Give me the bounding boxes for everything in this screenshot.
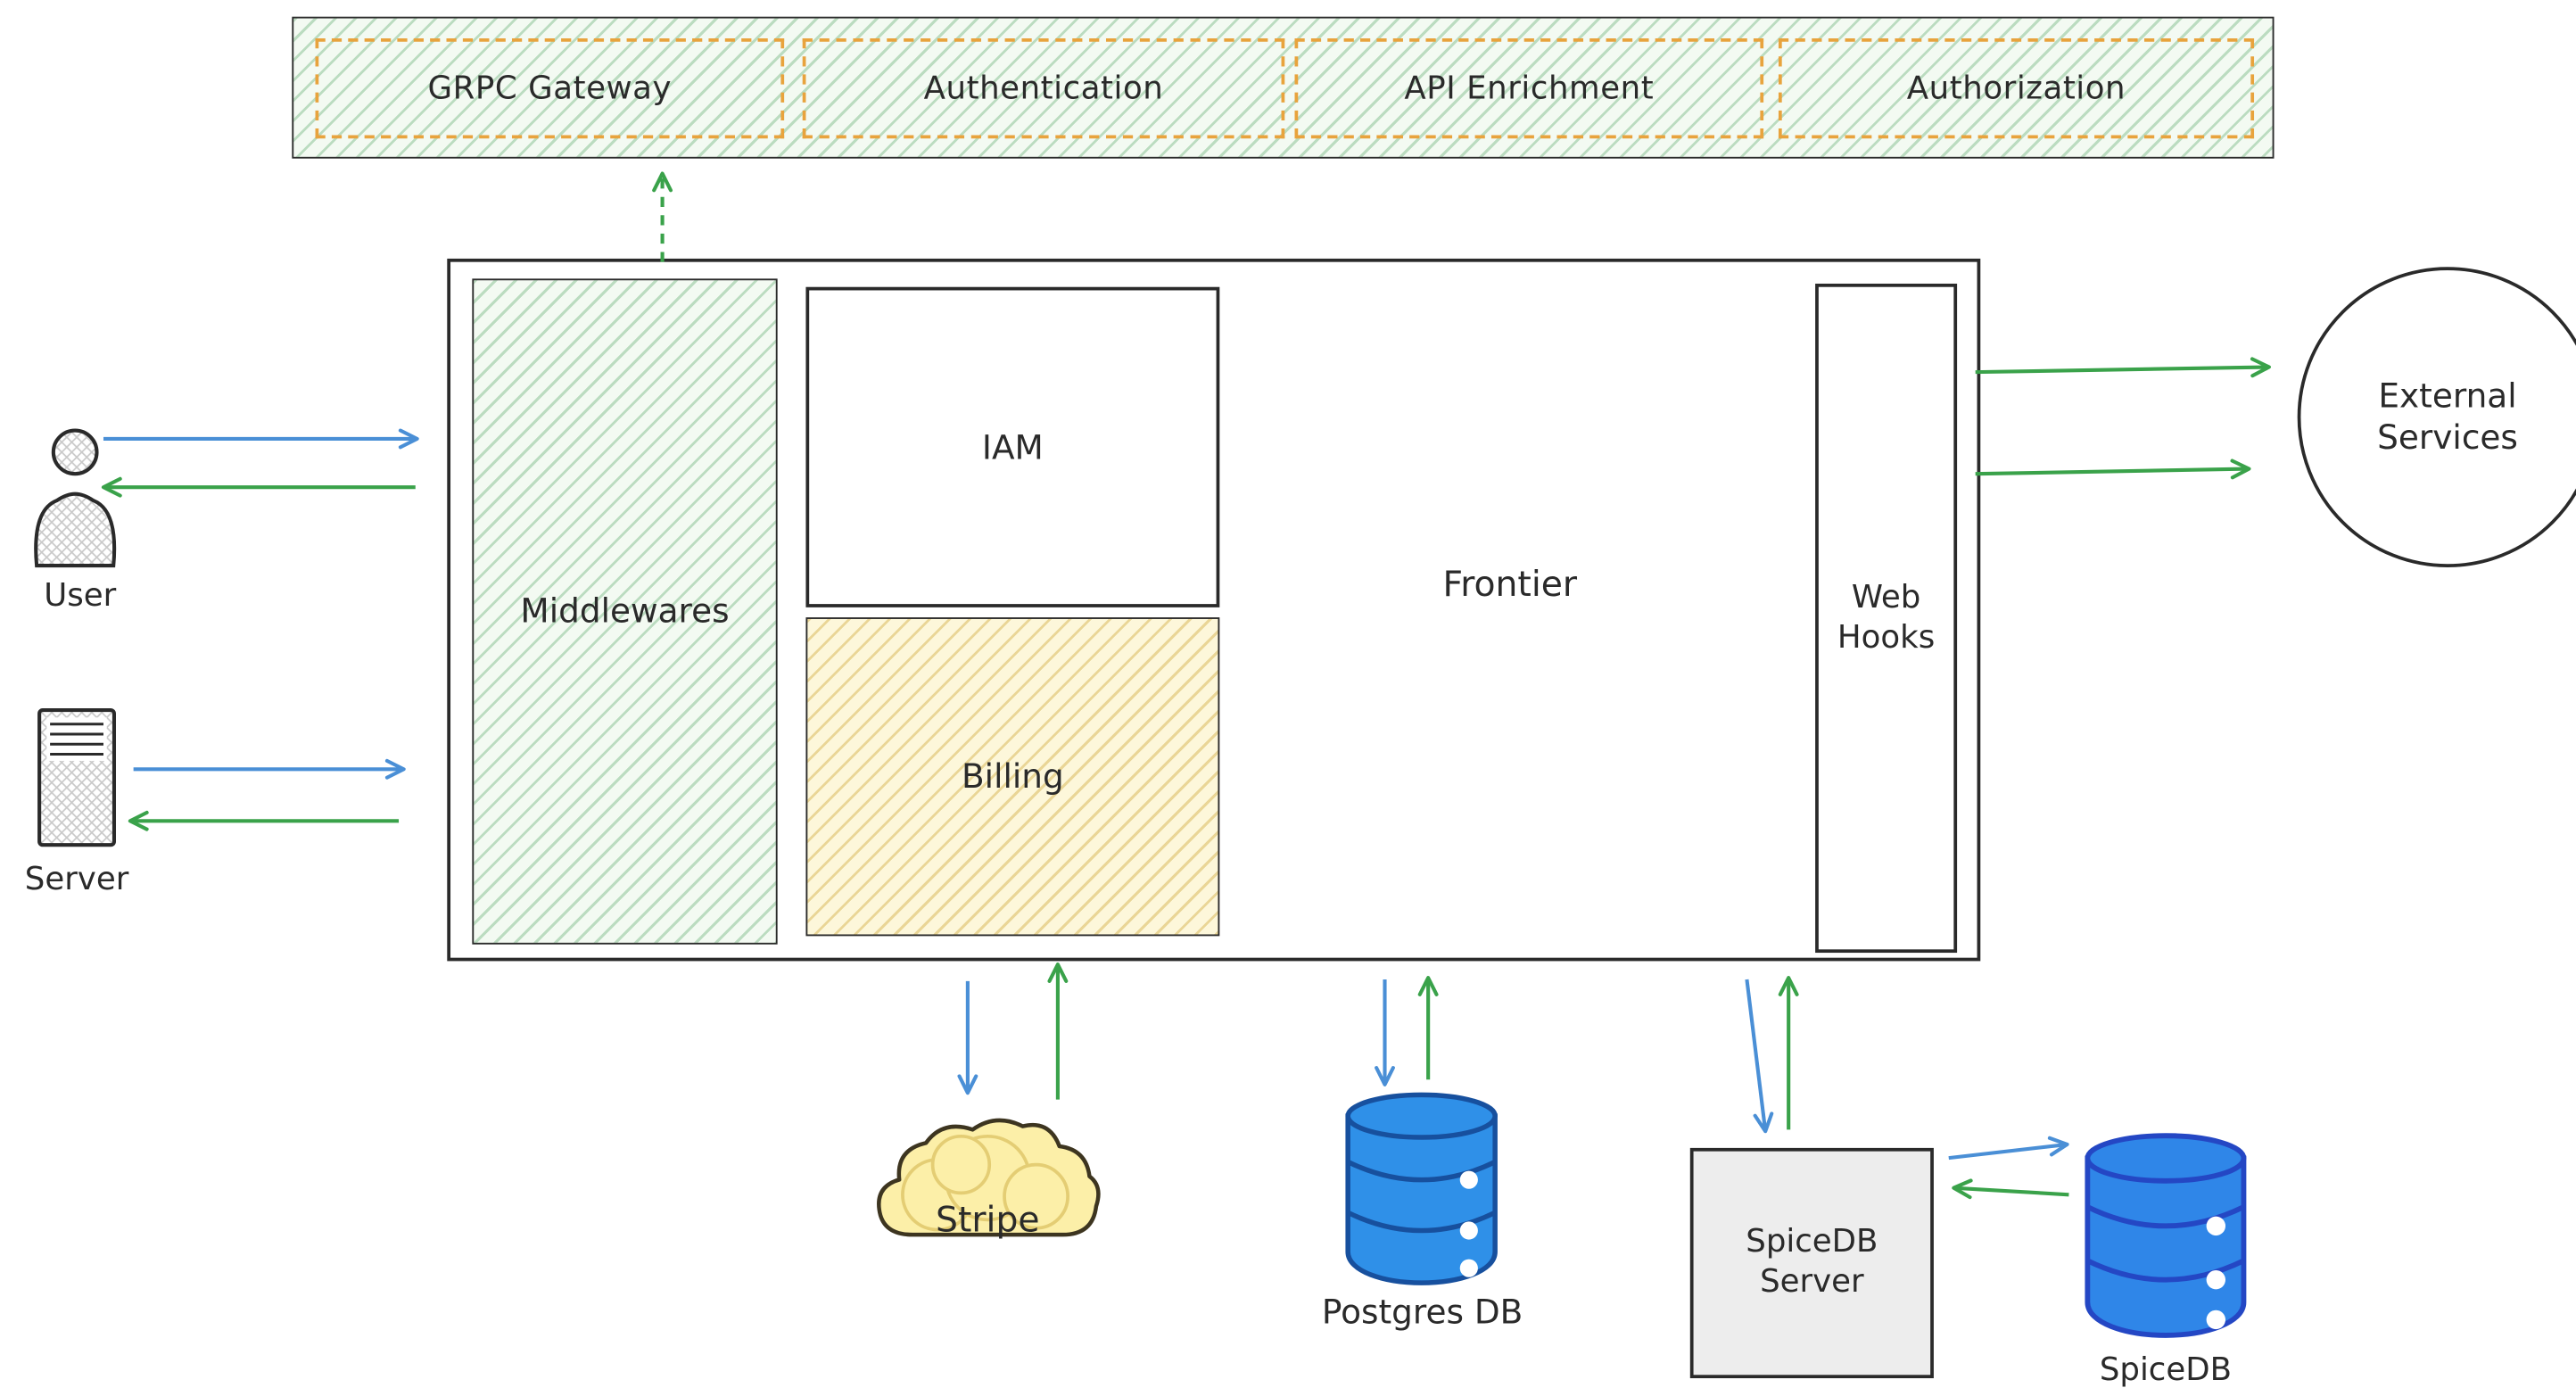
server-label: Server <box>24 861 129 898</box>
spicedb-server-box: SpiceDB Server <box>1689 1147 1934 1379</box>
pipeline-stage-authentication-label: Authentication <box>923 70 1164 107</box>
external-services-label: External Services <box>2377 375 2518 458</box>
spicedb-icon <box>2085 1133 2247 1338</box>
external-services-node: External Services <box>2297 267 2576 567</box>
user-label: User <box>44 577 117 615</box>
middlewares-box: Middlewares <box>472 278 778 945</box>
iam-box: IAM <box>805 286 1220 607</box>
arrow-spicedb-to-spicedb-server <box>1952 1178 2069 1200</box>
billing-label: Billing <box>962 756 1064 797</box>
spicedb-label: SpiceDB <box>2099 1351 2232 1388</box>
pipeline-stage-grpc-gateway: GRPC Gateway <box>315 38 785 139</box>
arrow-webhooks-to-external-bottom <box>1975 459 2251 480</box>
stripe-label: Stripe <box>936 1199 1040 1240</box>
pipeline-stage-authorization-label: Authorization <box>1906 70 2126 107</box>
arrow-webhooks-to-external-top <box>1975 357 2271 378</box>
pipeline-stage-api-enrichment: API Enrichment <box>1294 38 1764 139</box>
pipeline-stage-grpc-gateway-label: GRPC Gateway <box>427 70 673 107</box>
iam-label: IAM <box>981 425 1044 467</box>
middlewares-label: Middlewares <box>520 591 730 632</box>
spicedb-server-label: SpiceDB Server <box>1746 1223 1878 1301</box>
pipeline-stage-authentication: Authentication <box>802 38 1285 139</box>
frontier-label: Frontier <box>1442 563 1578 604</box>
postgres-db-label: Postgres DB <box>1321 1291 1523 1332</box>
webhooks-label: Web Hooks <box>1837 578 1936 656</box>
frontier-container: Middlewares IAM Billing Frontier Web Hoo… <box>447 258 1981 962</box>
server-icon <box>37 708 116 847</box>
arrow-frontier-to-spicedb-server <box>1745 979 1774 1134</box>
user-icon <box>34 428 117 568</box>
webhooks-box: Web Hooks <box>1815 283 1958 954</box>
stripe-cloud-icon <box>877 1118 1101 1237</box>
pipeline-stage-api-enrichment-label: API Enrichment <box>1404 70 1655 107</box>
pipeline-stage-authorization: Authorization <box>1778 38 2255 139</box>
pipeline-bar: GRPC Gateway Authentication API Enrichme… <box>292 16 2275 159</box>
billing-box: Billing <box>805 617 1220 937</box>
postgres-db-icon <box>1345 1092 1498 1285</box>
arrow-spicedb-server-to-spicedb <box>1948 1136 2069 1161</box>
